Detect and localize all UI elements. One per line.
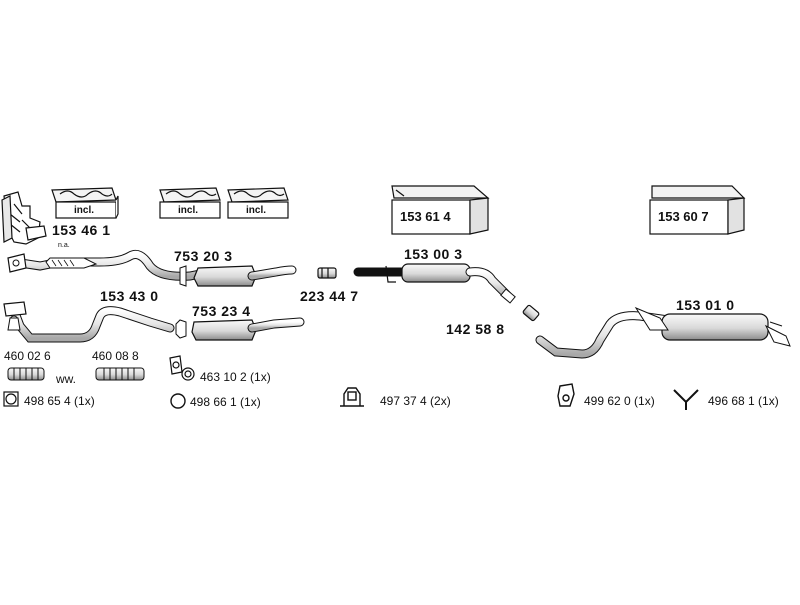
note-ww: ww.: [56, 372, 77, 386]
box-incl-2-icon: [159, 187, 221, 219]
hanger-label: 497 37 4 (2x): [380, 394, 451, 408]
front-pipe-a-icon: [7, 249, 297, 287]
part-rear-silencer-label: 153 01 0: [676, 297, 735, 313]
box-incl-3-label: incl.: [246, 205, 267, 216]
box-incl-1-icon: [51, 187, 119, 219]
flex-1-label: 460 02 6: [4, 349, 51, 363]
part-connector-label: 223 44 7: [300, 288, 359, 304]
gasket-set-label: 463 10 2 (1x): [200, 370, 271, 384]
part-front-pipe-b-label: 153 43 0: [100, 288, 159, 304]
ring-gasket-2-label: 498 66 1 (1x): [190, 395, 261, 409]
part-front-pipe-b-cat-label: 753 23 4: [192, 303, 251, 319]
note-na: n.a.: [58, 242, 70, 249]
flex-pipe-1-icon: [7, 367, 45, 381]
clamp-icon: [522, 304, 540, 322]
rubber-mount-label: 499 62 0 (1x): [584, 394, 655, 408]
part-mid-silencer-label: 153 00 3: [404, 246, 463, 262]
part-manifold-label: 153 46 1: [52, 222, 111, 238]
box-rear-icon: [649, 185, 746, 235]
flex-2-label: 460 08 8: [92, 349, 139, 363]
rubber-mount-icon: [557, 383, 575, 407]
rear-silencer-icon: [535, 306, 791, 359]
gasket-set-icon: [169, 355, 195, 381]
box-rear-label: 153 60 7: [658, 209, 709, 224]
box-incl-3-icon: [227, 187, 289, 219]
box-mid-label: 153 61 4: [400, 209, 451, 224]
box-mid-icon: [391, 185, 490, 235]
ring-gasket-1-icon: [3, 391, 19, 407]
flex-pipe-2-icon: [95, 367, 145, 381]
ring-gasket-2-icon: [170, 393, 186, 409]
hanger-icon: [340, 387, 364, 407]
exhaust-manifold-icon: [1, 191, 47, 245]
part-clamp-label: 142 58 8: [446, 321, 505, 337]
box-incl-2-label: incl.: [178, 205, 199, 216]
ring-gasket-1-label: 498 65 4 (1x): [24, 394, 95, 408]
front-pipe-b-icon: [3, 301, 305, 343]
part-front-pipe-a-cat-label: 753 20 3: [174, 248, 233, 264]
mid-silencer-icon: [353, 263, 516, 304]
connector-icon: [317, 267, 337, 279]
y-bracket-label: 496 68 1 (1x): [708, 394, 779, 408]
box-incl-1-label: incl.: [74, 205, 95, 216]
y-bracket-icon: [673, 389, 699, 410]
